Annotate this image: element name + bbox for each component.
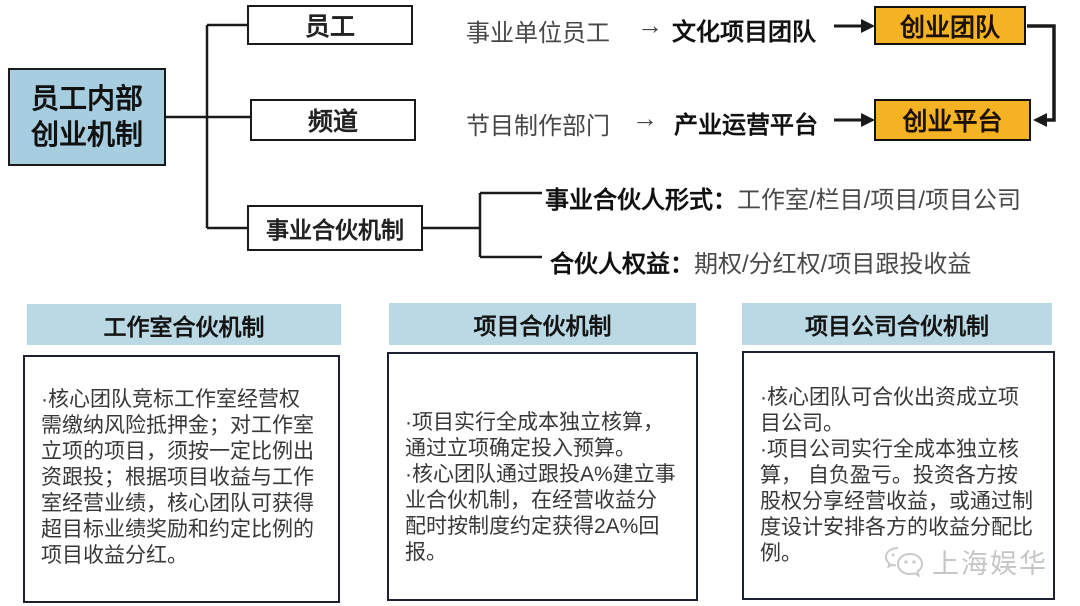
tree-node-channel: 频道 — [250, 99, 416, 141]
root-node: 员工内部 创业机制 — [8, 68, 166, 166]
partnership-rights-label: 合伙人权益： — [550, 251, 694, 278]
column-header-project: 项目合伙机制 — [389, 303, 696, 345]
startup-team-label: 创业团队 — [899, 13, 1000, 42]
tree-node-channel-label: 频道 — [307, 108, 358, 136]
elbow-arrow-team-to-platform — [1027, 24, 1056, 127]
startup-team-box: 创业团队 — [874, 6, 1026, 45]
partnership-rights-value: 期权/分红权/项目跟投收益 — [694, 251, 972, 278]
watermark-text: 上海娱华 — [932, 549, 1048, 579]
column-body-studio: ·核心团队竞标工作室经营权需缴纳风险抵押金；对工作室立项的项目，须按一定比例出资… — [23, 355, 340, 603]
column-header-studio: 工作室合伙机制 — [27, 304, 341, 345]
tree-node-employee: 员工 — [247, 5, 413, 45]
flow1-platform-text: 文化项目团队 — [672, 19, 816, 46]
column-header-project-company-label: 项目公司合伙机制 — [805, 313, 989, 339]
tree-node-employee-label: 员工 — [304, 13, 355, 41]
column-header-project-company: 项目公司合伙机制 — [742, 303, 1052, 345]
partnership-bracket-connector — [423, 191, 542, 259]
partnership-rights-line: 合伙人权益：期权/分红权/项目跟投收益 — [550, 244, 971, 279]
arrow-to-startup-team — [834, 19, 875, 33]
flow2-source-text: 节目制作部门 — [466, 113, 610, 140]
column-body-project-company: ·核心团队可合伙出资成立项目公司。 ·项目公司实行全成本独立核算， 自负盈亏。投… — [742, 351, 1055, 600]
partnership-form-value: 工作室/栏目/项目/项目公司 — [737, 187, 1022, 214]
flow2-platform-text: 产业运营平台 — [674, 112, 818, 139]
partnership-form-label: 事业合伙人形式： — [545, 187, 737, 214]
column-body-project: ·项目实行全成本独立核算，通过立项确定投入预算。 ·核心团队通过跟投A%建立事业… — [387, 352, 698, 601]
wechat-icon — [884, 546, 924, 577]
flow1-arrow-icon: → — [637, 10, 663, 40]
tree-connector — [166, 23, 250, 230]
startup-platform-box: 创业平台 — [874, 99, 1031, 141]
flow1-source-text: 事业单位员工 — [466, 20, 610, 47]
column-header-project-label: 项目合伙机制 — [473, 313, 612, 339]
root-node-label: 员工内部 创业机制 — [30, 83, 143, 150]
tree-node-partnership: 事业合伙机制 — [247, 205, 423, 251]
column-header-studio-label: 工作室合伙机制 — [103, 313, 265, 340]
flow2-arrow-icon: → — [632, 103, 658, 133]
tree-node-partnership-label: 事业合伙机制 — [266, 217, 404, 243]
watermark: 上海娱华 — [884, 542, 1048, 581]
arrow-to-startup-platform — [834, 113, 875, 127]
partnership-form-line: 事业合伙人形式：工作室/栏目/项目/项目公司 — [545, 180, 1021, 215]
startup-platform-label: 创业平台 — [902, 108, 1003, 136]
